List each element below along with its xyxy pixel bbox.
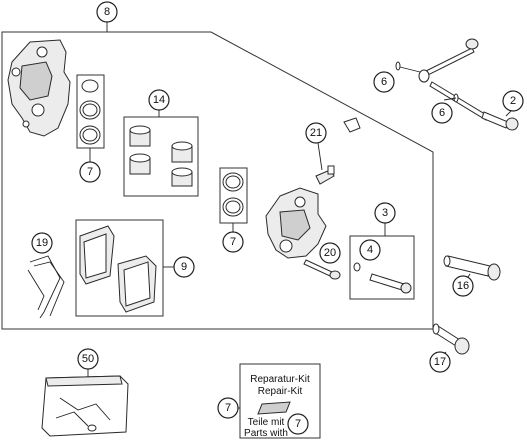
callout-17: 17	[429, 351, 451, 373]
svg-text:20: 20	[324, 247, 336, 259]
repair-kit-line1: Reparatur-Kit	[250, 374, 310, 385]
callout-20: 20	[319, 242, 341, 264]
svg-text:6: 6	[381, 76, 387, 88]
assembly-outline	[1, 31, 434, 330]
svg-text:8: 8	[104, 6, 110, 18]
piston-set	[123, 110, 199, 197]
seal-ring-set-b	[219, 167, 248, 232]
svg-text:17: 17	[434, 356, 446, 368]
repair-kit-line2: Repair-Kit	[258, 386, 303, 397]
pad-spring	[27, 255, 65, 319]
callout-7c: 7	[217, 397, 239, 419]
svg-text:3: 3	[382, 207, 388, 219]
repair-kit-line4: Parts with	[244, 428, 288, 439]
callout-7d: 7	[287, 413, 309, 435]
pin-16	[443, 255, 501, 281]
repair-kit-line3: Teile mit	[248, 417, 285, 428]
callout-4: 4	[359, 239, 381, 261]
axle-pin	[395, 38, 519, 131]
callout-7b: 7	[222, 231, 244, 253]
seal-ring-set-a	[76, 74, 105, 162]
svg-text:21: 21	[310, 127, 322, 139]
callout-7a: 7	[79, 161, 101, 183]
callout-6b: 6	[431, 102, 453, 124]
caliper-body	[265, 187, 327, 259]
bleed-valve	[315, 117, 361, 185]
caliper-housing	[7, 39, 71, 137]
callout-21: 21	[305, 122, 327, 144]
guide-pin-kit	[349, 223, 415, 300]
callout-50: 50	[77, 348, 99, 370]
svg-text:7: 7	[295, 418, 301, 430]
small-parts-bag	[41, 368, 129, 437]
svg-text:14: 14	[153, 94, 165, 106]
svg-text:9: 9	[181, 261, 187, 273]
callout-2: 2	[502, 90, 524, 112]
svg-text:7: 7	[225, 402, 231, 414]
brake-pad-set	[75, 219, 174, 317]
callout-3: 3	[374, 202, 396, 224]
svg-text:50: 50	[82, 353, 94, 365]
callout-6a: 6	[373, 71, 395, 93]
callout-16: 16	[452, 275, 474, 297]
svg-text:16: 16	[457, 280, 469, 292]
svg-text:19: 19	[36, 237, 48, 249]
svg-text:4: 4	[367, 244, 373, 256]
mounting-bolt-20	[303, 259, 341, 280]
callout-14: 14	[148, 89, 170, 111]
repair-kit-box: Reparatur-Kit Repair-Kit Teile mit Parts…	[238, 363, 321, 439]
callout-8: 8	[96, 1, 118, 23]
svg-text:7: 7	[87, 166, 93, 178]
svg-text:7: 7	[230, 236, 236, 248]
svg-text:6: 6	[439, 107, 445, 119]
pin-17	[432, 323, 470, 357]
callout-9: 9	[173, 256, 195, 278]
svg-text:2: 2	[510, 95, 516, 107]
callout-19: 19	[31, 232, 53, 254]
